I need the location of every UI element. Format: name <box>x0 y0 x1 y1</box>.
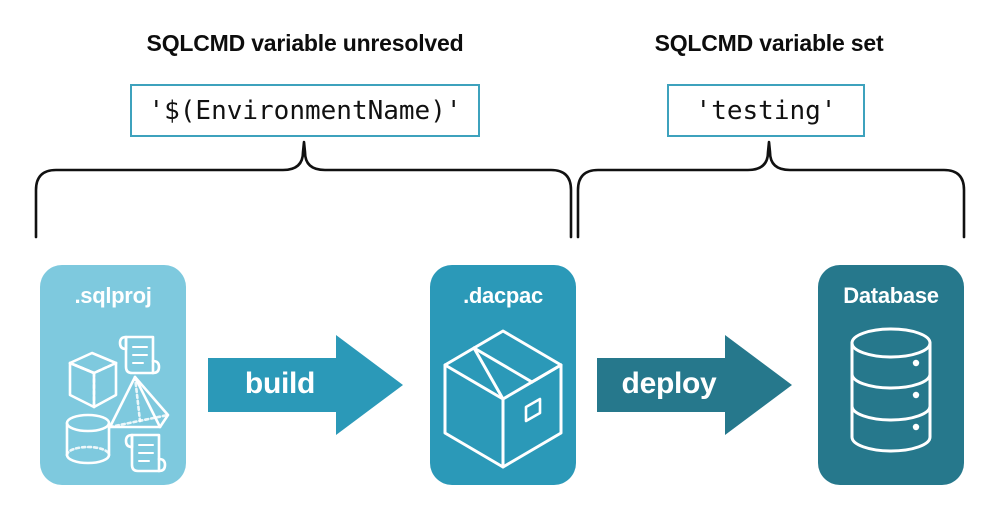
code-text-unresolved: '$(EnvironmentName)' <box>148 95 462 126</box>
arrow-deploy-path <box>597 335 792 435</box>
dacpac-artwork <box>443 329 563 469</box>
pyramid-icon <box>108 375 170 429</box>
stage-card-database[interactable]: Database <box>818 265 964 485</box>
cylinder-icon <box>65 413 111 465</box>
stage-label-dacpac: .dacpac <box>463 283 543 308</box>
stage-card-sqlproj[interactable]: .sqlproj <box>40 265 186 485</box>
brace-group <box>34 140 966 239</box>
stage-label-database: Database <box>843 283 939 308</box>
arrow-build-path <box>208 335 403 435</box>
cube-icon <box>68 351 118 409</box>
stage-card-dacpac[interactable]: .dacpac <box>430 265 576 485</box>
code-text-resolved: 'testing' <box>695 95 837 126</box>
script-scroll-icon <box>124 433 167 473</box>
database-artwork <box>850 327 932 453</box>
curly-brace-right <box>576 140 966 239</box>
arrow-build: build <box>208 331 403 439</box>
script-scroll-icon <box>118 335 161 375</box>
database-cylinder-icon <box>850 327 932 453</box>
curly-brace-left <box>34 140 573 239</box>
code-box-resolved-variable: 'testing' <box>667 84 865 137</box>
package-box-icon <box>443 329 563 469</box>
sqlproj-artwork <box>65 335 170 473</box>
code-box-unresolved-variable: '$(EnvironmentName)' <box>130 84 480 137</box>
arrow-deploy: deploy <box>597 331 792 439</box>
arrow-build-shape <box>208 335 403 435</box>
stage-label-sqlproj: .sqlproj <box>74 283 152 308</box>
section-heading-left: SQLCMD variable unresolved <box>146 30 464 56</box>
section-heading-right: SQLCMD variable set <box>654 30 884 56</box>
arrow-deploy-shape <box>597 335 792 435</box>
